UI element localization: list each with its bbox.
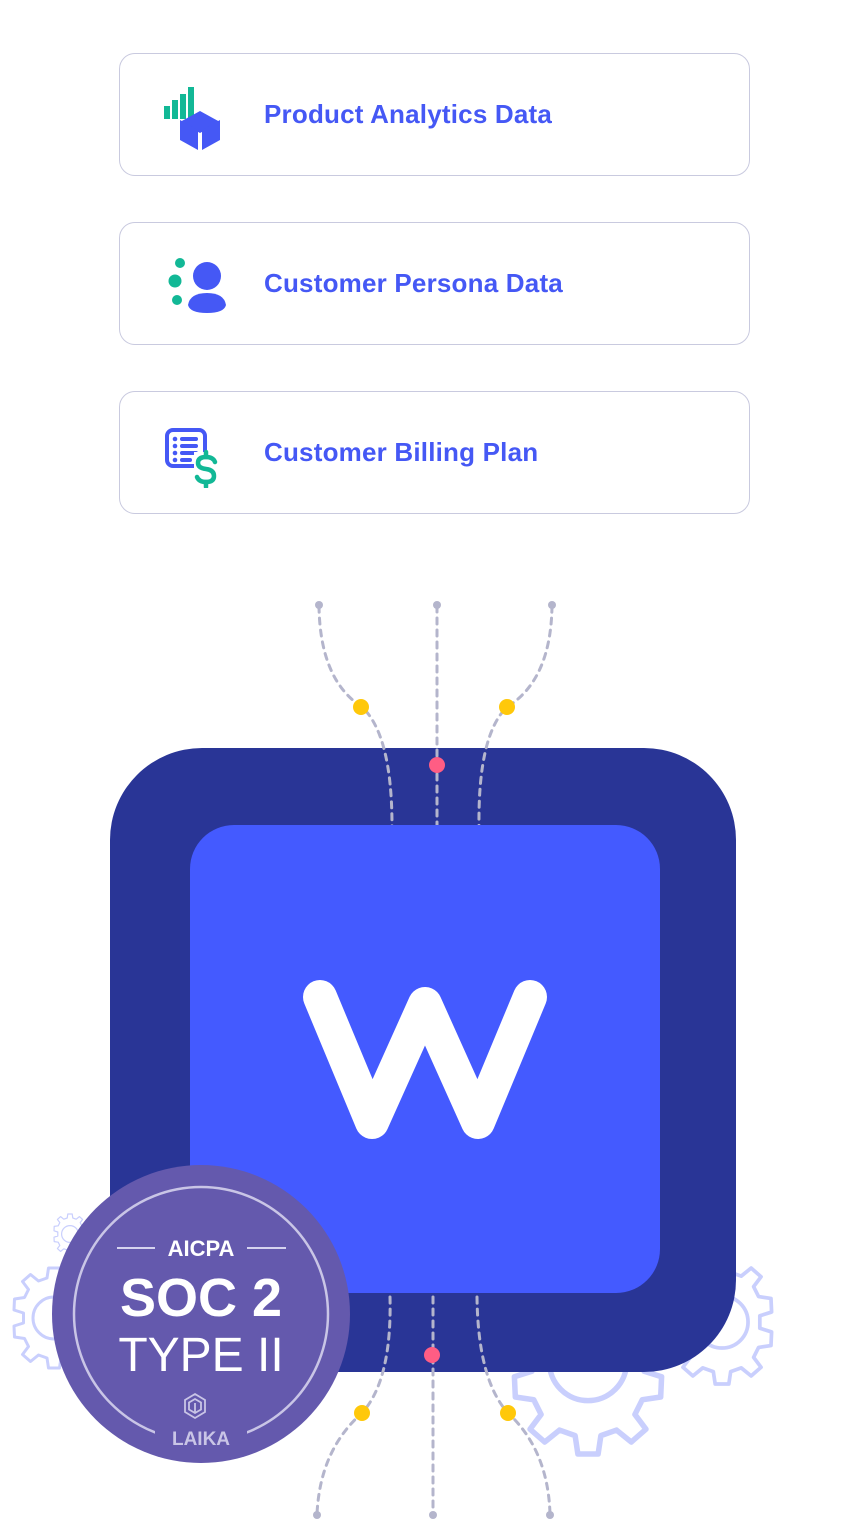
laika-logo-icon <box>184 1392 206 1420</box>
soc2-badge: AICPA SOC 2 TYPE II LAIKA <box>52 1165 350 1463</box>
card-label: Product Analytics Data <box>264 99 553 129</box>
connector-dots-top <box>315 601 556 773</box>
card-customer-persona-data[interactable]: Customer Persona Data <box>119 222 750 345</box>
card-product-analytics-data[interactable]: Product Analytics Data <box>119 53 750 176</box>
card-customer-billing-plan[interactable]: Customer Billing Plan <box>119 391 750 514</box>
card-label: Customer Billing Plan <box>264 437 539 467</box>
analytics-box-icon <box>164 87 220 150</box>
billing-plan-icon <box>165 428 218 488</box>
badge-soc2: SOC 2 <box>120 1268 282 1328</box>
logo-inner-square <box>190 825 660 1293</box>
w-logo-icon <box>303 980 547 1139</box>
badge-aicpa: AICPA <box>168 1236 235 1261</box>
card-label: Customer Persona Data <box>264 268 563 298</box>
badge-laika: LAIKA <box>172 1429 230 1450</box>
badge-type: TYPE II <box>118 1329 283 1382</box>
customer-persona-icon <box>168 258 226 313</box>
connector-dots-bottom <box>313 1347 554 1519</box>
